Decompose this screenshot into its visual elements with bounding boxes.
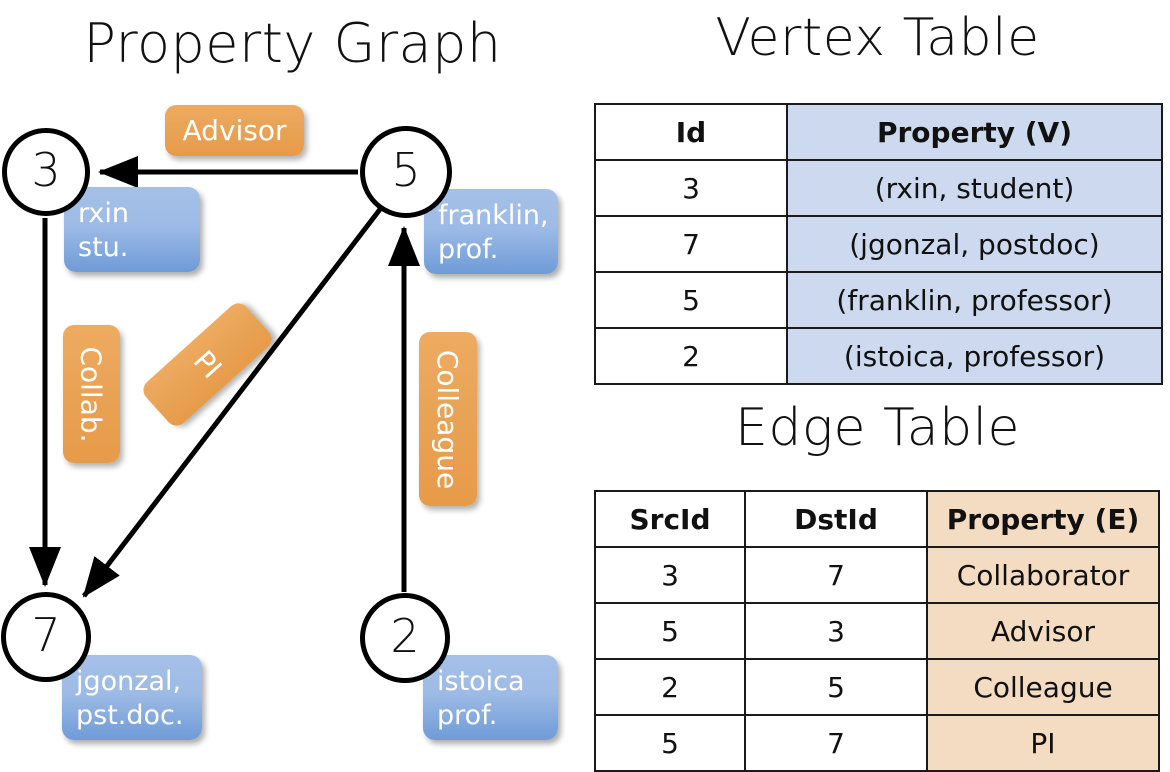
edge-label-collab-text: Collab.: [75, 345, 109, 443]
table-row: 3 (rxin, student): [594, 159, 1163, 217]
graph-node-7[interactable]: 7: [1, 592, 91, 682]
graph-node-7-property: jgonzal, pst.doc.: [62, 655, 202, 740]
graph-node-3[interactable]: 3: [2, 128, 90, 216]
graph-node-7-label: 7: [31, 608, 61, 662]
graph-node-2[interactable]: 2: [360, 593, 450, 683]
edge-cell-property: Advisor: [926, 602, 1160, 660]
edge-label-pi-text: PI: [186, 344, 229, 385]
table-row: 3 7 Collaborator: [594, 546, 1160, 604]
edge-cell-srcid: 2: [594, 658, 746, 716]
page-title-property-graph: Property Graph: [83, 12, 502, 75]
vertex-table-header-id: Id: [594, 103, 788, 161]
edge-cell-property: PI: [926, 714, 1160, 772]
graph-node-2-label: 2: [390, 609, 420, 663]
vertex-cell-property: (jgonzal, postdoc): [786, 215, 1163, 273]
edge-cell-srcid: 5: [594, 714, 746, 772]
edge-label-advisor-text: Advisor: [182, 114, 287, 147]
edge-cell-srcid: 5: [594, 602, 746, 660]
graph-node-3-property-line1: rxin: [78, 198, 129, 229]
table-row: 5 3 Advisor: [594, 602, 1160, 660]
graph-node-5-property: franklin, prof.: [424, 189, 558, 274]
graph-node-3-label: 3: [31, 143, 61, 197]
edge-cell-dstid: 7: [744, 546, 928, 604]
graph-node-2-property-line2: prof.: [437, 699, 498, 731]
edge-table-header-property: Property (E): [926, 490, 1160, 548]
property-graph-panel: Property Graph Advisor Collab. PI Collea…: [0, 0, 585, 760]
vertex-cell-id: 5: [594, 271, 788, 329]
edge-cell-property: Colleague: [926, 658, 1160, 716]
page-title-edge-table: Edge Table: [734, 398, 1021, 458]
graph-node-5-property-line1: franklin,: [438, 200, 549, 231]
edge-label-collab: Collab.: [63, 325, 120, 463]
table-row: 7 (jgonzal, postdoc): [594, 215, 1163, 273]
edge-cell-srcid: 3: [594, 546, 746, 604]
edge-cell-dstid: 3: [744, 602, 928, 660]
edge-label-colleague: Colleague: [419, 332, 477, 506]
edge-cell-dstid: 7: [744, 714, 928, 772]
graph-node-7-property-line2: pst.doc.: [76, 699, 184, 731]
graph-edges-svg: [29, 156, 420, 598]
graph-node-2-property: istoica prof.: [423, 655, 558, 740]
edge-cell-property: Collaborator: [926, 546, 1160, 604]
edge-label-colleague-text: Colleague: [431, 349, 465, 489]
edge-cell-dstid: 5: [744, 658, 928, 716]
table-row: 2 5 Colleague: [594, 658, 1160, 716]
vertex-cell-id: 7: [594, 215, 788, 273]
vertex-cell-property: (istoica, professor): [786, 327, 1163, 385]
table-row: 5 7 PI: [594, 714, 1160, 772]
graph-node-5[interactable]: 5: [360, 126, 452, 218]
vertex-cell-property: (rxin, student): [786, 159, 1163, 217]
graph-node-5-label: 5: [391, 143, 421, 197]
edge-line-5-to-7: [82, 206, 383, 598]
vertex-table-header-row: Id Property (V): [594, 103, 1163, 161]
graph-node-5-property-line2: prof.: [438, 233, 499, 265]
vertex-cell-id: 3: [594, 159, 788, 217]
vertex-table: Id Property (V) 3 (rxin, student) 7 (jgo…: [594, 103, 1163, 385]
graph-node-7-property-line1: jgonzal,: [76, 666, 182, 697]
edge-label-advisor: Advisor: [165, 105, 304, 156]
page-title-vertex-table: Vertex Table: [715, 8, 1040, 68]
edge-table-header-row: SrcId DstId Property (E): [594, 490, 1160, 548]
table-row: 5 (franklin, professor): [594, 271, 1163, 329]
edge-table-header-dstid: DstId: [744, 490, 928, 548]
graph-node-2-property-line1: istoica: [437, 666, 525, 697]
edge-table-header-srcid: SrcId: [594, 490, 746, 548]
edge-table: SrcId DstId Property (E) 3 7 Collaborato…: [594, 490, 1160, 772]
graph-node-3-property-line2: stu.: [78, 231, 129, 263]
graph-node-3-property: rxin stu.: [64, 187, 200, 272]
table-row: 2 (istoica, professor): [594, 327, 1163, 385]
vertex-cell-id: 2: [594, 327, 788, 385]
vertex-table-header-property: Property (V): [786, 103, 1163, 161]
vertex-cell-property: (franklin, professor): [786, 271, 1163, 329]
